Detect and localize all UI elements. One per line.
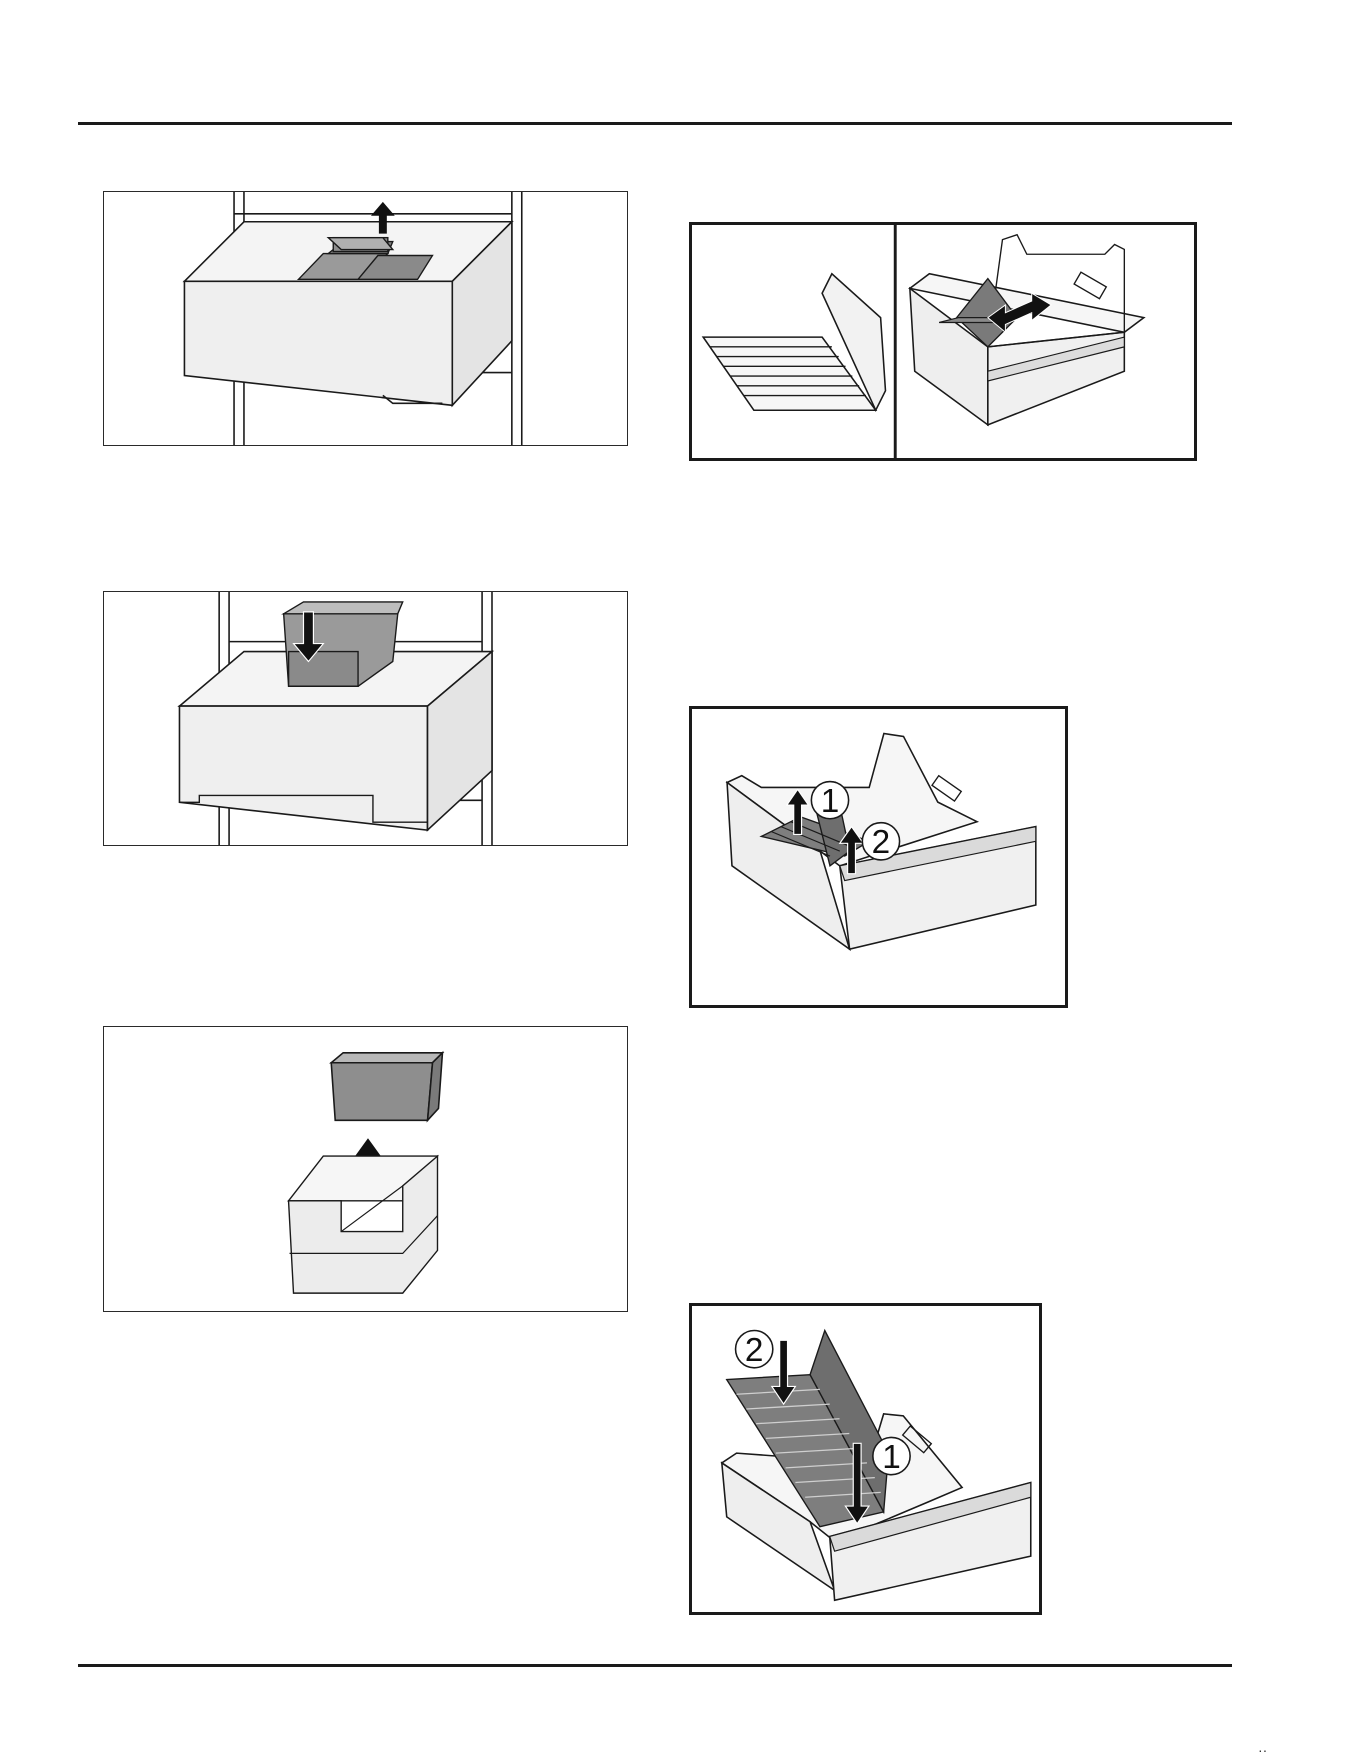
top-rule (78, 122, 1232, 125)
figure-small-container-lift-out (103, 1026, 628, 1312)
bottom-rule (78, 1664, 1232, 1667)
callout-1-label: 1 (821, 783, 840, 820)
callout-2-label: 2 (745, 1332, 764, 1369)
divider-insertion-icon: 2 1 (692, 1306, 1039, 1612)
container-insert-down-icon (104, 592, 627, 845)
figure-divider-slide-panel (689, 222, 1197, 461)
figure-divider-removal: 1 2 (689, 706, 1068, 1008)
figure-container-insert-down (103, 591, 628, 846)
small-container-lift-out-icon (104, 1027, 627, 1311)
drawer-insert-lift-out-icon (104, 192, 627, 445)
figure-drawer-insert-lift-out (103, 191, 628, 446)
figure-divider-insertion: 2 1 (689, 1303, 1042, 1615)
divider-slide-panel-icon (692, 225, 1194, 458)
callout-2-label: 2 (872, 824, 891, 861)
callout-1-label: 1 (882, 1439, 901, 1476)
divider-removal-icon: 1 2 (692, 709, 1065, 1005)
footer-mark: ·· (1258, 1742, 1267, 1758)
